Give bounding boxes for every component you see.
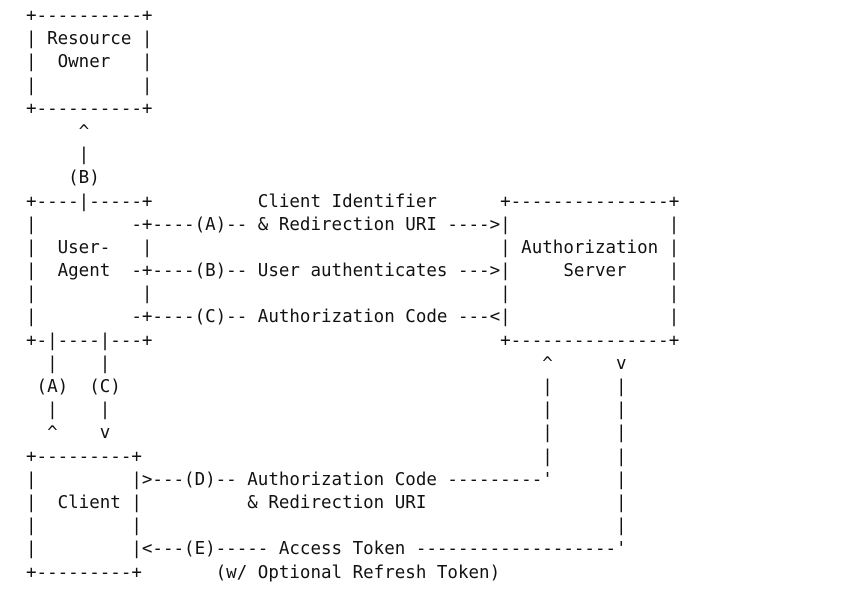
connector-lines: | | | | [26, 400, 627, 421]
resource-owner-arrow-head: ^ [26, 121, 90, 142]
user-agent-and-server-box-top: +----|-----+ Client Identifier +--------… [26, 191, 680, 212]
resource-owner-label-line1: | Resource | [26, 29, 153, 50]
client-box-bottom: +---------+ (w/ Optional Refresh Token) [26, 562, 501, 583]
step-a-c-labels: (A) (C) | | [26, 377, 627, 397]
client-box-side: | | | [26, 516, 627, 537]
connector-lines: | | ^ v [26, 353, 627, 374]
oauth-authorization-code-flow-diagram: +----------+| Resource || Owner || |+---… [26, 5, 679, 585]
flow-step-c: | -+----(C)-- Authorization Code ---<| | [26, 307, 680, 328]
flow-step-e: | |<---(E)----- Access Token -----------… [26, 539, 627, 560]
step-b-label: (B) [26, 168, 100, 189]
resource-owner-box-side: | | [26, 75, 153, 96]
flow-step-b: | Agent -+----(B)-- User authenticates -… [26, 261, 680, 282]
resource-owner-box-top: +----------+ [26, 6, 153, 26]
user-agent-label-line1: | User- | | Authorization | [26, 237, 680, 258]
connector-arrow-heads: ^ v | | [26, 423, 627, 444]
flow-step-a: | -+----(A)-- & Redirection URI ---->| | [26, 214, 680, 235]
client-box-top: +---------+ | | [26, 446, 627, 467]
user-agent-and-server-box-bottom: +-|----|---+ +---------------+ [26, 330, 680, 351]
user-agent-box-side: | | | | [26, 284, 680, 305]
resource-owner-label-line2: | Owner | [26, 52, 153, 73]
resource-owner-arrow-line: | [26, 145, 90, 166]
flow-step-d: | |>---(D)-- Authorization Code --------… [26, 469, 627, 490]
resource-owner-box-bottom: +----------+ [26, 98, 153, 119]
client-label-line: | Client | & Redirection URI | [26, 492, 627, 513]
